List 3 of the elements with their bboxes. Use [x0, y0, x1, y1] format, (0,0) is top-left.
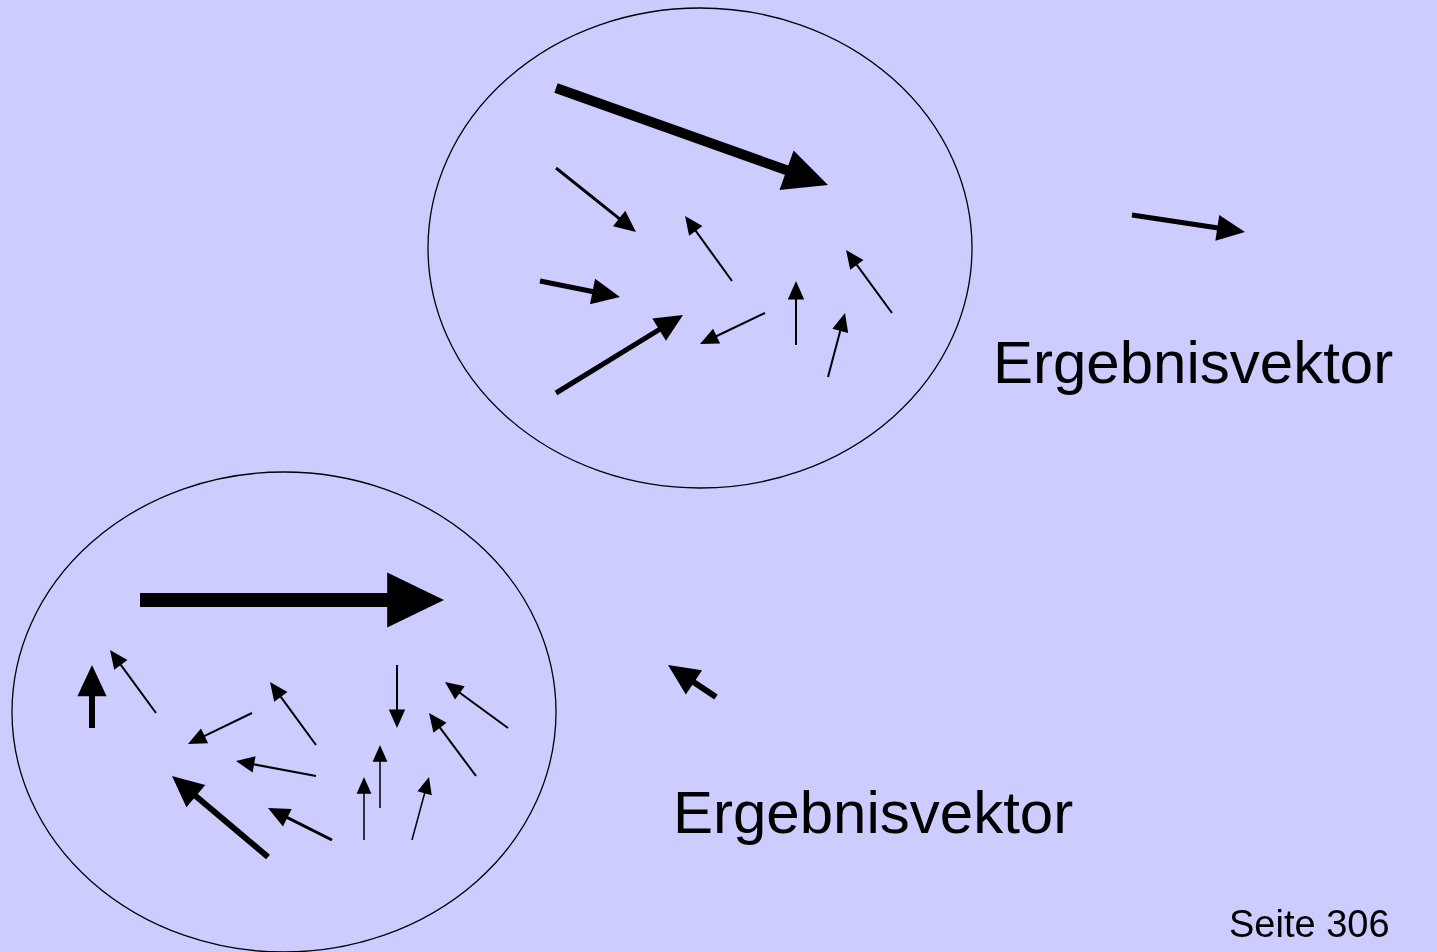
page-number: Seite 306: [1229, 905, 1390, 943]
vector-label: Ergebnisvektor: [673, 783, 1074, 843]
vector-label: Ergebnisvektor: [993, 333, 1394, 393]
